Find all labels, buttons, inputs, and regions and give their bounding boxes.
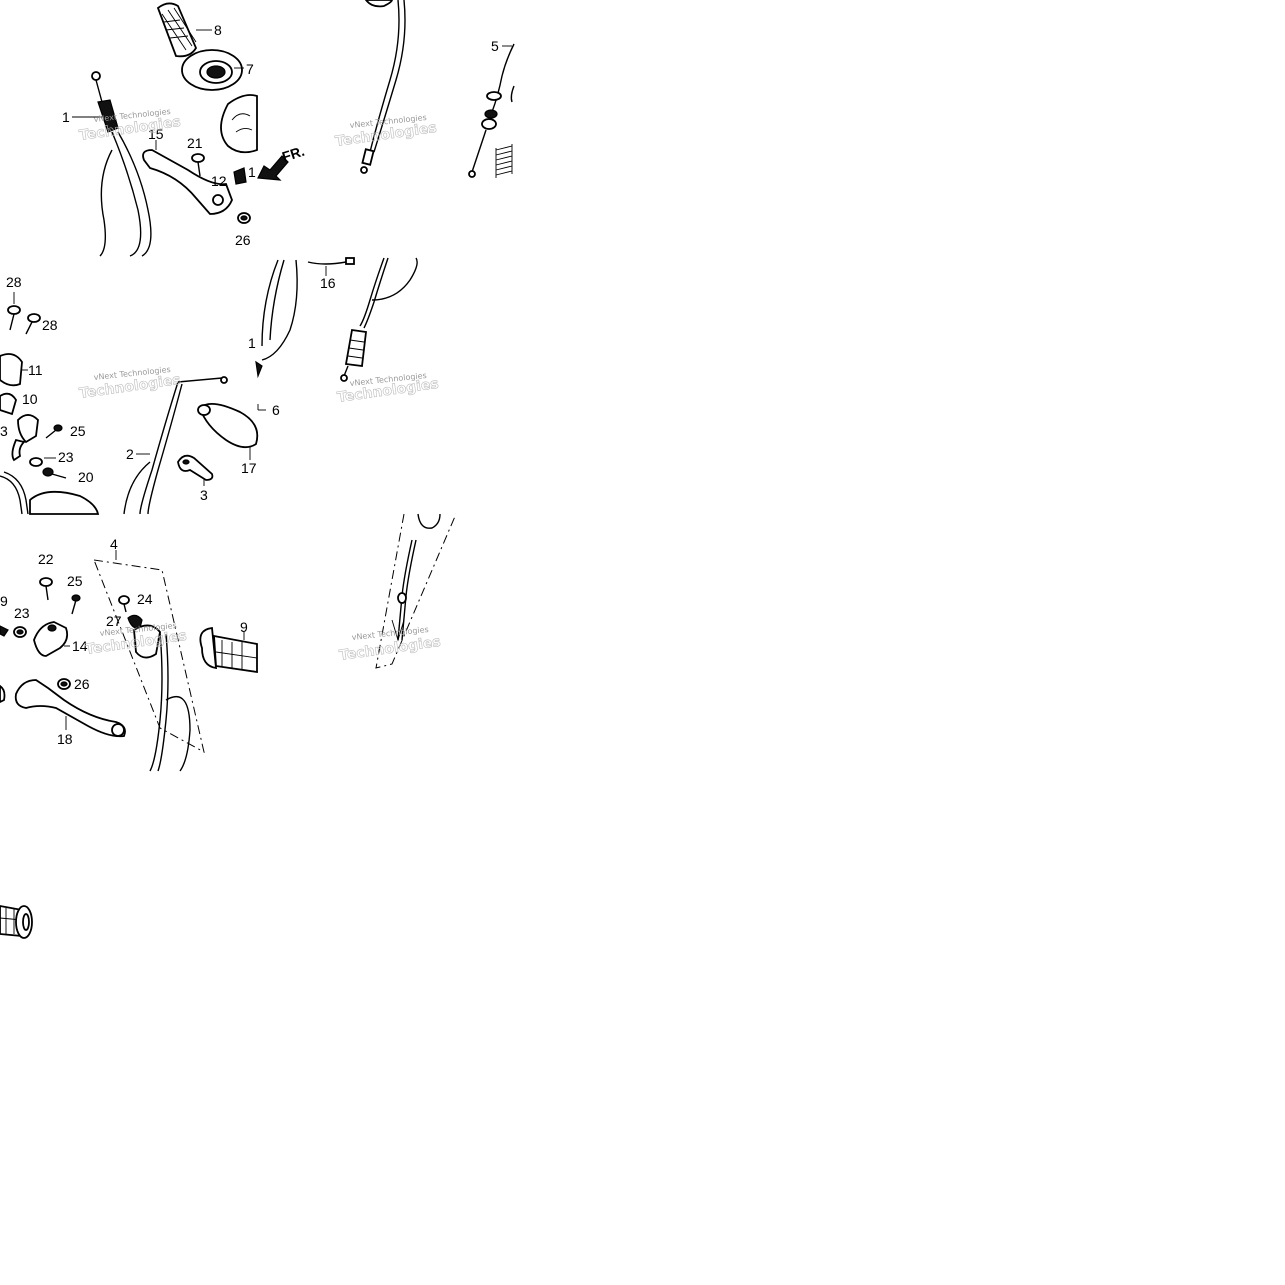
tile-grip-end (0, 905, 33, 939)
screw (42, 467, 67, 479)
callout-27: 27 (106, 613, 122, 629)
callout-10: 10 (22, 391, 38, 407)
callout-5: 5 (491, 38, 499, 54)
lever-bracket (33, 621, 69, 657)
callout-14: 14 (72, 638, 88, 654)
lever-cover (197, 402, 259, 449)
callout-11: 11 (28, 362, 43, 378)
watermark: Technologies vNext Technologies (336, 371, 440, 406)
fr-label: FR. (280, 143, 306, 165)
screw (25, 313, 41, 335)
cable-holder (127, 614, 161, 659)
callout-22: 22 (38, 551, 54, 567)
tile-switch-parts: 28 28 11 10 3 25 23 (0, 274, 100, 515)
callout-28a: 28 (6, 274, 22, 290)
spring (495, 144, 513, 178)
tile-clutch-lever: 9 22 25 23 14 26 18 (0, 536, 258, 772)
tile-brake-cable: 2 17 3 6 (123, 376, 280, 515)
callout-1b: 1 (248, 164, 256, 180)
callout-16: 16 (320, 275, 336, 291)
left-grip (199, 626, 258, 674)
callout-9a: 9 (0, 593, 8, 609)
callout-1c: 1 (248, 335, 256, 351)
watermark: Technologies vNext Technologies (338, 625, 442, 664)
throttle-grip-rubber: 8 (156, 2, 222, 58)
callout-25a: 25 (70, 423, 86, 439)
callout-24: 24 (137, 591, 153, 607)
cable-holder (177, 454, 214, 481)
clutch-lever (14, 679, 126, 738)
callout-15: 15 (148, 126, 164, 142)
bolt: 21 (187, 135, 205, 177)
callout-3a: 3 (0, 423, 8, 439)
screw (71, 594, 81, 615)
callout-9b: 9 (240, 619, 248, 635)
callout-25b: 25 (67, 573, 83, 589)
throttle-tube: 7 (181, 49, 254, 91)
callout-7: 7 (246, 61, 254, 77)
watermark: Technologies vNext Technologies (78, 365, 182, 402)
callout-6: 6 (272, 402, 280, 418)
throttle-housing: 12 1 (211, 94, 258, 189)
tile-cable-upper (360, 0, 406, 174)
callout-1: 1 (62, 109, 70, 125)
tile-cable-routing (375, 513, 457, 669)
screw (45, 424, 63, 439)
watermark: Technologies vNext Technologies (334, 113, 438, 150)
bolt (39, 577, 53, 601)
watermark: Technologies vNext Technologies (78, 107, 182, 144)
callout-23a: 23 (58, 449, 74, 465)
nut: 26 (235, 212, 251, 248)
callout-12: 12 (211, 173, 227, 189)
callout-26: 26 (235, 232, 251, 248)
tile-choke-cable: 16 1 (248, 257, 418, 382)
clamp (11, 414, 39, 462)
callout-26b: 26 (74, 676, 90, 692)
callout-23b: 23 (14, 605, 30, 621)
front-arrow: FR. (257, 143, 306, 181)
callout-20: 20 (78, 469, 94, 485)
tile-throttle-grip: 8 7 1 15 (62, 2, 306, 257)
callout-3b: 3 (200, 487, 208, 503)
switch-housing-outline (93, 559, 205, 753)
callout-21: 21 (187, 135, 203, 151)
cable-boot (344, 328, 367, 368)
callout-28b: 28 (42, 317, 58, 333)
callout-18: 18 (57, 731, 73, 747)
throttle-cable: 1 (62, 71, 152, 257)
callout-8: 8 (214, 22, 222, 38)
callout-17: 17 (241, 460, 257, 476)
callout-2: 2 (126, 446, 134, 462)
tile-cable-adjuster: 5 (468, 38, 515, 178)
lever: 15 (142, 126, 233, 215)
screw (118, 595, 130, 613)
callout-4: 4 (110, 536, 118, 552)
screw (7, 305, 21, 331)
